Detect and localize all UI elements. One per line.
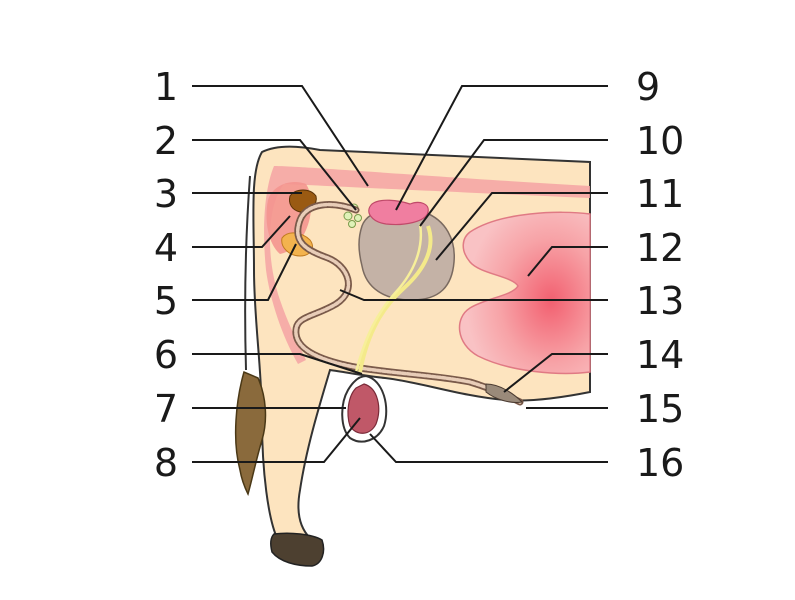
leader-6 (192, 353, 363, 375)
leader-13 (339, 289, 608, 301)
label-12: 12 (636, 226, 684, 270)
leader-8 (192, 417, 361, 463)
yellow-duct (358, 225, 433, 373)
leader-lines-left (192, 85, 369, 463)
label-9: 9 (636, 65, 660, 109)
tail-switch (234, 370, 267, 497)
tail (244, 175, 251, 371)
leader-lines-right (339, 85, 608, 463)
yellow-duct-2 (354, 223, 423, 373)
leader-1 (192, 85, 369, 187)
testis (347, 383, 380, 434)
label-13: 13 (636, 279, 684, 323)
penis-tip (485, 383, 524, 403)
label-5: 5 (154, 279, 178, 323)
leader-5 (192, 243, 297, 301)
label-10: 10 (636, 119, 684, 163)
label-15: 15 (636, 387, 684, 431)
label-3: 3 (154, 172, 178, 216)
leader-10 (419, 139, 608, 227)
label-11: 11 (636, 172, 684, 216)
labels-left: 1 2 3 4 5 6 7 8 (154, 65, 178, 485)
label-16: 16 (636, 441, 684, 485)
leader-2 (192, 139, 357, 211)
label-7: 7 (154, 387, 178, 431)
label-8: 8 (154, 441, 178, 485)
leader-16 (369, 433, 608, 463)
label-6: 6 (154, 333, 178, 377)
leader-11 (435, 192, 608, 261)
label-2: 2 (154, 119, 178, 163)
leader-14 (503, 353, 608, 393)
label-14: 14 (636, 333, 684, 377)
labels-right: 9 10 11 12 13 14 15 16 (636, 65, 684, 485)
red-organ (458, 211, 591, 375)
urethra-tube-inner (294, 202, 522, 404)
label-1: 1 (154, 65, 178, 109)
leader-12 (527, 246, 608, 277)
hoof (269, 532, 325, 567)
pink-gland (368, 199, 429, 226)
leader-4 (192, 215, 291, 248)
label-4: 4 (154, 226, 178, 270)
leader-9 (395, 85, 608, 211)
